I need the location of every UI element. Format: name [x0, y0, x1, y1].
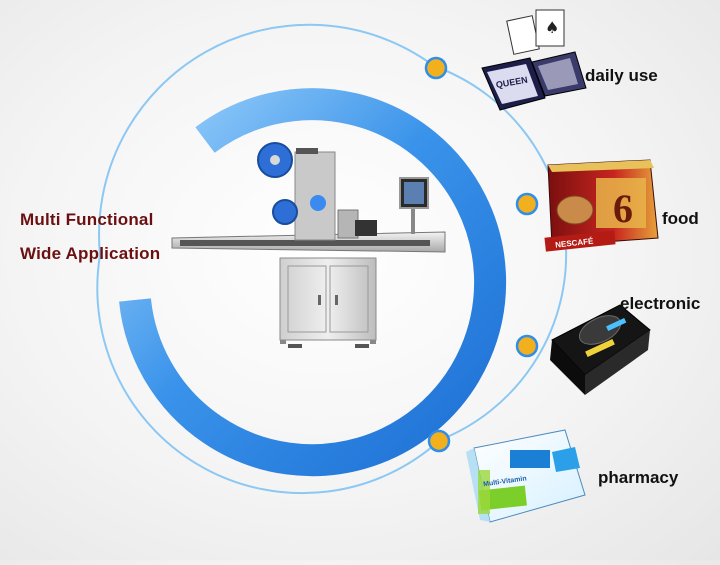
- electronics-box-illustration: [550, 304, 651, 395]
- coffee-box-illustration: 6 NESCAFÉ: [544, 159, 659, 252]
- dot-daily-use: [424, 56, 448, 80]
- ring-dots: [424, 56, 539, 453]
- coffee-number-text: 6: [613, 186, 633, 231]
- dot-food: [515, 192, 539, 216]
- category-label-pharmacy: pharmacy: [598, 468, 679, 487]
- dot-electronic: [515, 334, 539, 358]
- coffee-brand-text: NESCAFÉ: [555, 237, 595, 250]
- playing-cards-illustration: ♠ QUEEN: [481, 9, 587, 111]
- labeling-machine-illustration: [171, 142, 446, 348]
- headline-line-1: Multi Functional: [20, 210, 154, 229]
- outer-ring-line-top: [98, 23, 435, 256]
- svg-text:♠: ♠: [545, 18, 559, 37]
- category-label-daily-use: daily use: [585, 66, 658, 85]
- category-label-food: food: [662, 209, 699, 228]
- category-label-electronic: electronic: [620, 294, 701, 313]
- blue-arc: [119, 88, 507, 477]
- medicine-box-illustration: Multi-Vitamin: [466, 429, 586, 523]
- headline-line-2: Wide Application: [20, 244, 161, 263]
- dot-pharmacy: [427, 429, 451, 453]
